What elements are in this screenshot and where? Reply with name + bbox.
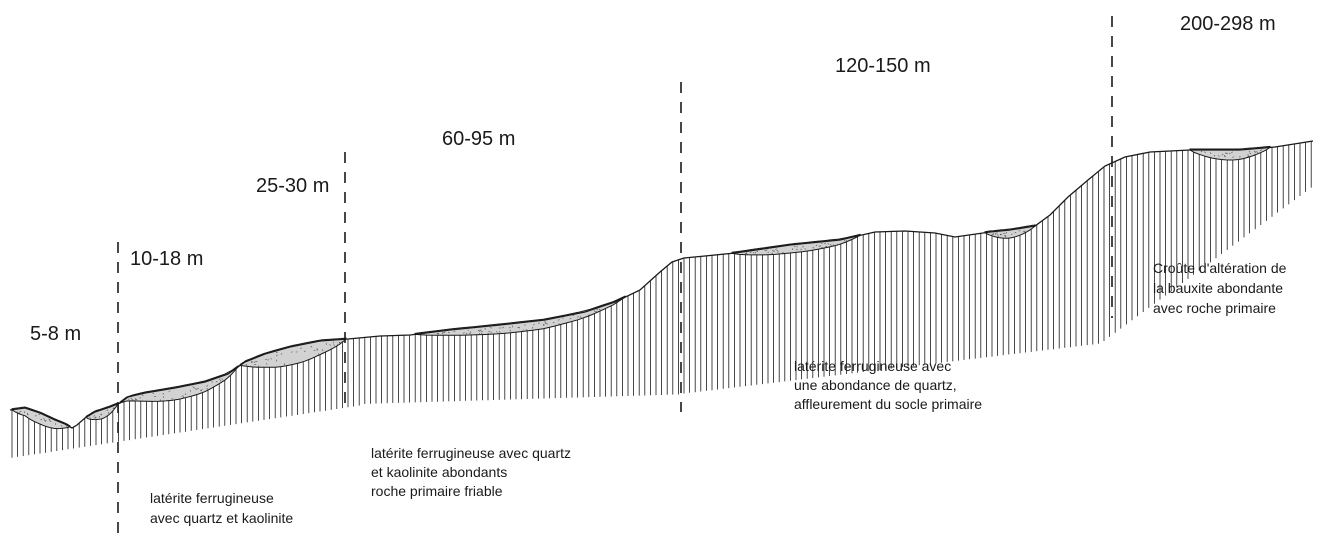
bedrock-hatching	[12, 141, 1311, 457]
description-line: Croûte d'altération de	[1153, 260, 1287, 276]
description-zone-mid: latérite ferrugineuse avec quartz et kao…	[371, 445, 575, 499]
altitude-label-25-30: 25-30 m	[256, 175, 329, 197]
description-line: latérite ferrugineuse	[150, 490, 274, 506]
altitude-label-10-18: 10-18 m	[130, 248, 203, 270]
description-zone-top: Croûte d'altération de la bauxite abonda…	[1153, 260, 1290, 316]
description-line: avec quartz et kaolinite	[150, 510, 293, 526]
description-zone-low: latérite ferrugineuse avec quartz et kao…	[150, 490, 293, 526]
laterite-lens	[240, 338, 346, 367]
description-line: avec roche primaire	[1153, 300, 1276, 316]
description-line: et kaolinite abondants	[371, 464, 507, 480]
laterite-lens	[415, 296, 625, 335]
zone-boundary-lines	[118, 16, 1112, 539]
description-line: roche primaire friable	[371, 483, 503, 499]
altitude-label-120-150: 120-150 m	[835, 55, 931, 77]
description-line: une abondance de quartz,	[794, 377, 957, 393]
description-line: la bauxite abondante	[1153, 280, 1283, 296]
description-line: latérite ferrugineuse avec	[794, 358, 951, 374]
laterite-lens	[120, 366, 238, 403]
altitude-label-60-95: 60-95 m	[442, 128, 515, 150]
description-line: latérite ferrugineuse avec quartz	[371, 445, 571, 461]
altitude-label-200-298: 200-298 m	[1180, 13, 1276, 35]
description-zone-upper: latérite ferrugineuse avec une abondance…	[794, 358, 982, 412]
altitude-label-5-8: 5-8 m	[30, 323, 81, 345]
description-line: affleurement du socle primaire	[794, 396, 982, 412]
